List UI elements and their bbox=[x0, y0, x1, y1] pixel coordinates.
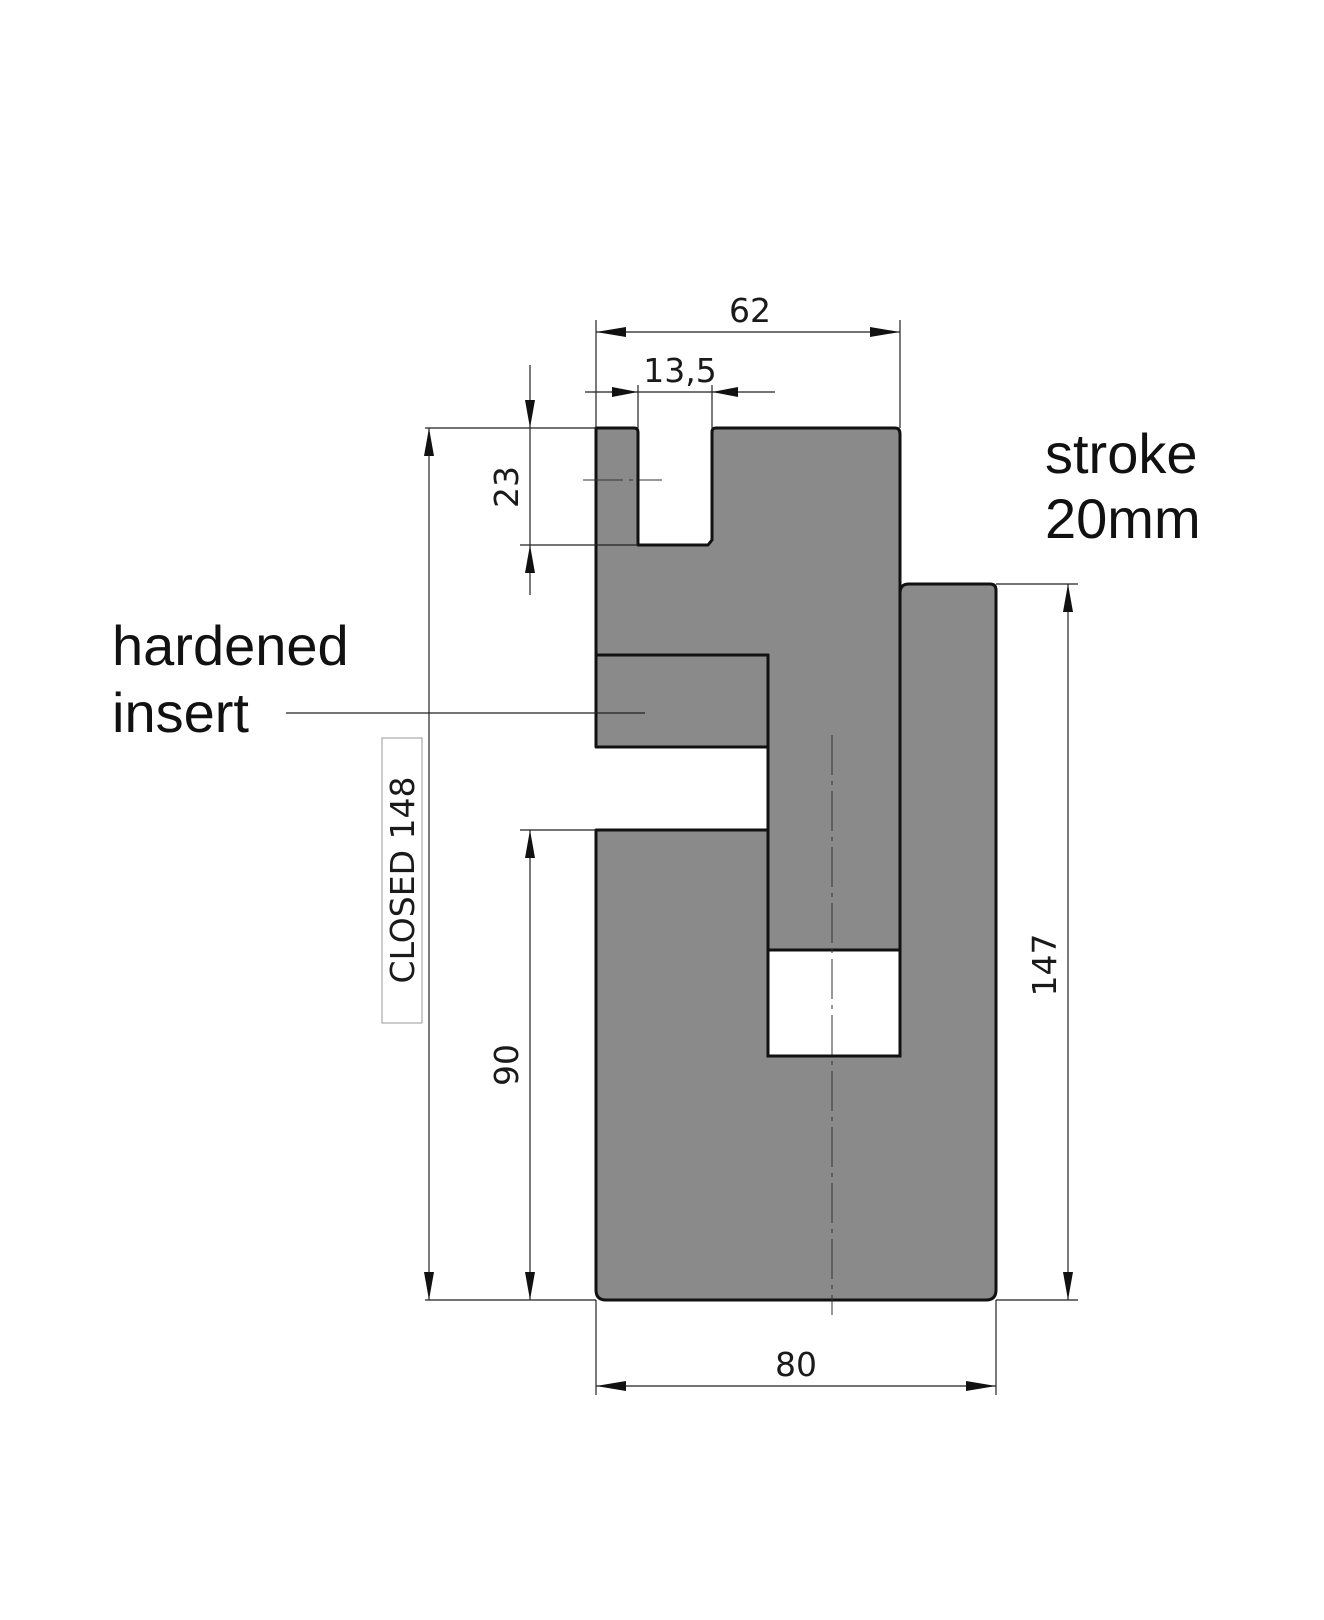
dim-147: 147 bbox=[1025, 584, 1073, 1300]
insert-note-line2: insert bbox=[112, 681, 249, 744]
dim-147-label: 147 bbox=[1025, 934, 1064, 997]
dim-80: 80 bbox=[596, 1345, 996, 1391]
dim-closed-148-label: CLOSED 148 bbox=[383, 777, 422, 984]
dim-23: 23 bbox=[487, 365, 535, 595]
hardened-insert bbox=[594, 653, 770, 749]
dim-closed-148: CLOSED 148 bbox=[381, 428, 434, 1300]
dim-90-label: 90 bbox=[487, 1044, 526, 1086]
lower-die-body bbox=[594, 582, 998, 1302]
dim-80-label: 80 bbox=[775, 1345, 817, 1384]
upper-punch-body bbox=[594, 426, 902, 952]
extension-lines bbox=[425, 320, 1078, 1395]
stroke-note-line1: stroke bbox=[1045, 422, 1198, 485]
dim-13-5-label: 13,5 bbox=[643, 351, 716, 390]
stroke-note: stroke 20mm bbox=[1045, 422, 1201, 550]
stroke-gap bbox=[766, 948, 902, 1058]
insert-note-line1: hardened bbox=[112, 614, 349, 677]
stroke-note-line2: 20mm bbox=[1045, 487, 1201, 550]
dim-23-label: 23 bbox=[487, 466, 526, 508]
dim-62-label: 62 bbox=[729, 291, 771, 330]
insert-note: hardened insert bbox=[112, 614, 645, 744]
dim-62: 62 bbox=[596, 291, 900, 337]
dim-13-5: 13,5 bbox=[585, 351, 775, 397]
dim-90: 90 bbox=[487, 830, 535, 1300]
